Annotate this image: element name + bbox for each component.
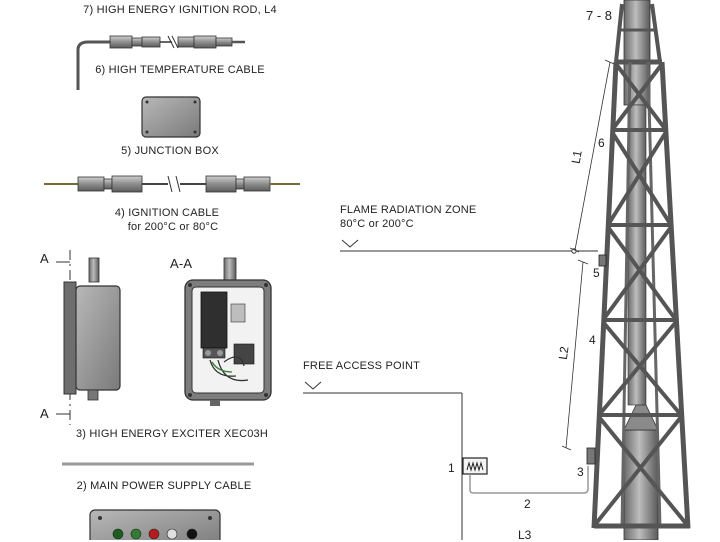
junction-box-label: 5) JUNCTION BOX bbox=[121, 145, 219, 157]
main-power-label: 2) MAIN POWER SUPPLY CABLE bbox=[76, 480, 252, 492]
callout-7-8: 7 - 8 bbox=[586, 8, 613, 23]
high-temperature-cable-drawing bbox=[76, 35, 245, 90]
free-access-leader bbox=[303, 381, 463, 540]
section-a-top-label: A bbox=[40, 251, 49, 266]
flame-zone-leader bbox=[340, 239, 598, 254]
dimension-l1-label: L1 bbox=[568, 149, 585, 165]
section-aa-label: A-A bbox=[170, 256, 193, 271]
flame-zone-label: FLAME RADIATION ZONE bbox=[340, 204, 477, 216]
callout-4: 4 bbox=[589, 333, 596, 347]
callout-3: 3 bbox=[577, 465, 584, 479]
exciter-section-drawing bbox=[184, 257, 272, 406]
item1-device-drawing bbox=[462, 457, 589, 494]
ignition-rod-label: 7) HIGH ENERGY IGNITION ROD, L4 bbox=[83, 4, 277, 16]
callout-1: 1 bbox=[448, 461, 455, 475]
ignition-cable-temp-label: for 200°C or 80°C bbox=[127, 221, 219, 233]
section-a-bottom-label: A bbox=[40, 406, 49, 421]
ignition-cable-drawing bbox=[44, 175, 300, 193]
flame-zone-temp-label: 80°C or 200°C bbox=[340, 218, 414, 230]
ignition-cable-label: 4) IGNITION CABLE bbox=[114, 207, 220, 219]
flare-tower-drawing bbox=[586, 0, 691, 540]
dimension-l3-label: L3 bbox=[518, 528, 532, 542]
free-access-label: FREE ACCESS POINT bbox=[303, 360, 421, 372]
power-supply-box-drawing bbox=[89, 509, 221, 540]
exciter-label: 3) HIGH ENERGY EXCITER XEC03H bbox=[75, 428, 269, 440]
exciter-side-view-drawing bbox=[56, 250, 121, 425]
callout-2: 2 bbox=[524, 497, 531, 511]
junction-box-drawing bbox=[141, 96, 201, 138]
dimension-lines bbox=[561, 59, 615, 451]
callout-6: 6 bbox=[598, 136, 605, 150]
dimension-l2-label: L2 bbox=[555, 345, 572, 361]
high-temp-cable-label: 6) HIGH TEMPERATURE CABLE bbox=[95, 64, 265, 76]
callout-5: 5 bbox=[593, 266, 600, 280]
